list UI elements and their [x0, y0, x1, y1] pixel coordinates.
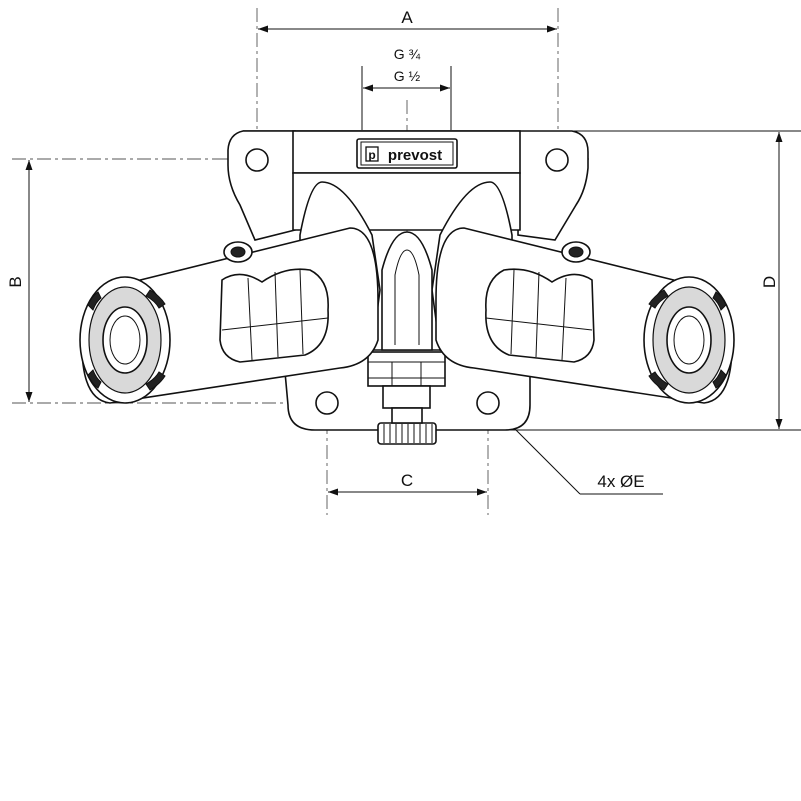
dimension-label-a: A [401, 8, 413, 27]
dimension-label-g34: G ¾ [394, 46, 421, 62]
mounting-holes [245, 148, 569, 415]
knurled-knob-icon [383, 424, 433, 443]
mounting-hole-top-left [245, 148, 269, 172]
mounting-hole-top-right [545, 148, 569, 172]
left-quick-coupler [79, 227, 379, 404]
dimension-label-holes: 4x ØE [597, 472, 644, 491]
dimension-label-b: B [6, 276, 25, 287]
brand-logo: p prevost [356, 138, 458, 169]
dimension-label-c: C [401, 471, 413, 490]
logo-mark-icon [365, 146, 379, 162]
logo-brand: prevost [388, 147, 442, 164]
right-quick-coupler [435, 227, 735, 404]
mounting-hole-bottom-left [315, 391, 339, 415]
logo-mark: p [368, 148, 375, 162]
dimension-label-g12: G ½ [394, 68, 421, 84]
mounting-hole-bottom-right [476, 391, 500, 415]
dimension-label-d: D [760, 276, 779, 288]
